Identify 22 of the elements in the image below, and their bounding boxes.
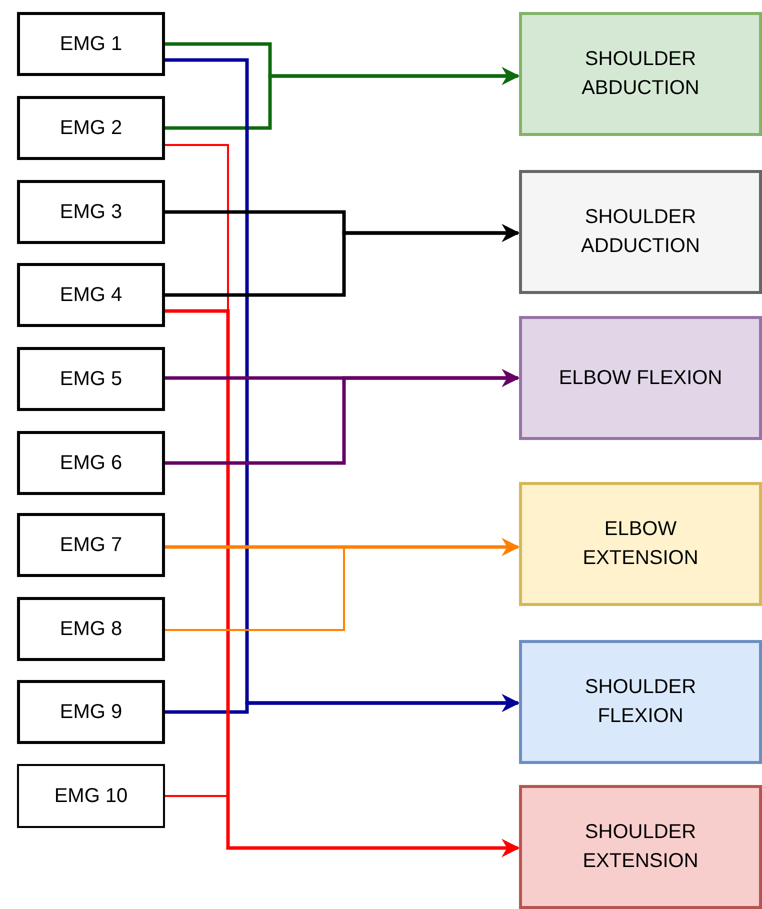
arrow [165,67,520,130]
signal-box: EMG 10 [17,764,165,828]
movement-box: ELBOW EXTENSION [519,482,762,606]
movement-box: SHOULDER FLEXION [519,640,762,764]
signal-box: EMG 5 [17,347,165,411]
arrow [165,224,520,297]
signal-box: EMG 1 [17,12,165,76]
signal-box: EMG 6 [17,431,165,495]
movement-box: SHOULDER ADDUCTION [519,170,762,294]
signal-box: EMG 9 [17,680,165,744]
arrow [165,369,520,465]
movement-box: SHOULDER EXTENSION [519,785,762,909]
signal-box: EMG 3 [17,180,165,244]
signal-box: EMG 8 [17,597,165,661]
signal-box: EMG 2 [17,96,165,160]
arrow [165,538,520,631]
arrow [165,694,520,714]
signal-box: EMG 4 [17,263,165,327]
movement-box: SHOULDER ABDUCTION [519,12,762,136]
arrow [165,795,520,857]
signal-box: EMG 7 [17,513,165,577]
movement-box: ELBOW FLEXION [519,316,762,440]
